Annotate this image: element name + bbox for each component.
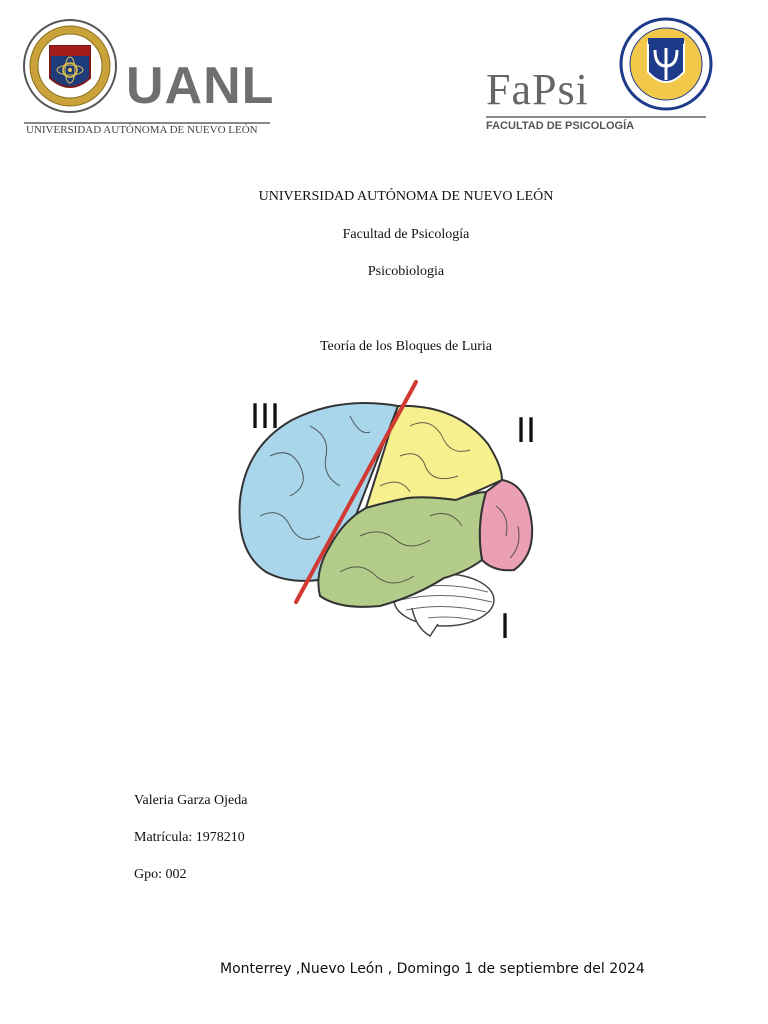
uanl-wordmark: UANL <box>126 57 275 115</box>
student-name: Valeria Garza Ojeda <box>134 793 248 808</box>
fapsi-wordmark: FaPsi <box>486 65 589 114</box>
faculty-name: Facultad de Psicología <box>342 227 470 242</box>
occipital-lobe <box>478 478 534 572</box>
student-group: Gpo: 002 <box>134 867 187 882</box>
uanl-logo: UANL UNIVERSIDAD AUTÓNOMA DE NUEVO LEÓN <box>22 14 278 146</box>
fapsi-divider <box>486 116 706 118</box>
uanl-subtitle: UNIVERSIDAD AUTÓNOMA DE NUEVO LEÓN <box>26 124 258 136</box>
document-title: Teoría de los Bloques de Luria <box>319 339 493 354</box>
fapsi-seal-icon <box>619 17 713 111</box>
course-name: Psicobiologia <box>367 264 445 279</box>
block-label-iii: III <box>250 397 280 437</box>
block-label-ii: II <box>516 411 536 451</box>
fapsi-subtitle: FACULTAD DE PSICOLOGÍA <box>486 120 635 132</box>
uanl-seal-icon <box>23 19 117 113</box>
fapsi-logo: FaPsi FACULTAD DE PSICOLOGÍA <box>484 14 716 142</box>
temporal-lobe <box>317 490 488 608</box>
gyri-texture <box>259 415 520 584</box>
luria-brain-figure: III II I <box>230 376 550 647</box>
uanl-divider <box>24 122 270 124</box>
university-name: UNIVERSIDAD AUTÓNOMA DE NUEVO LEÓN <box>258 189 554 204</box>
student-matricula: Matrícula: 1978210 <box>134 830 245 845</box>
block-divider-line <box>294 380 418 604</box>
block-label-i: I <box>500 607 510 644</box>
place-date-footer: Monterrey ,Nuevo León , Domingo 1 de sep… <box>220 961 645 977</box>
frontal-lobe <box>238 402 400 582</box>
